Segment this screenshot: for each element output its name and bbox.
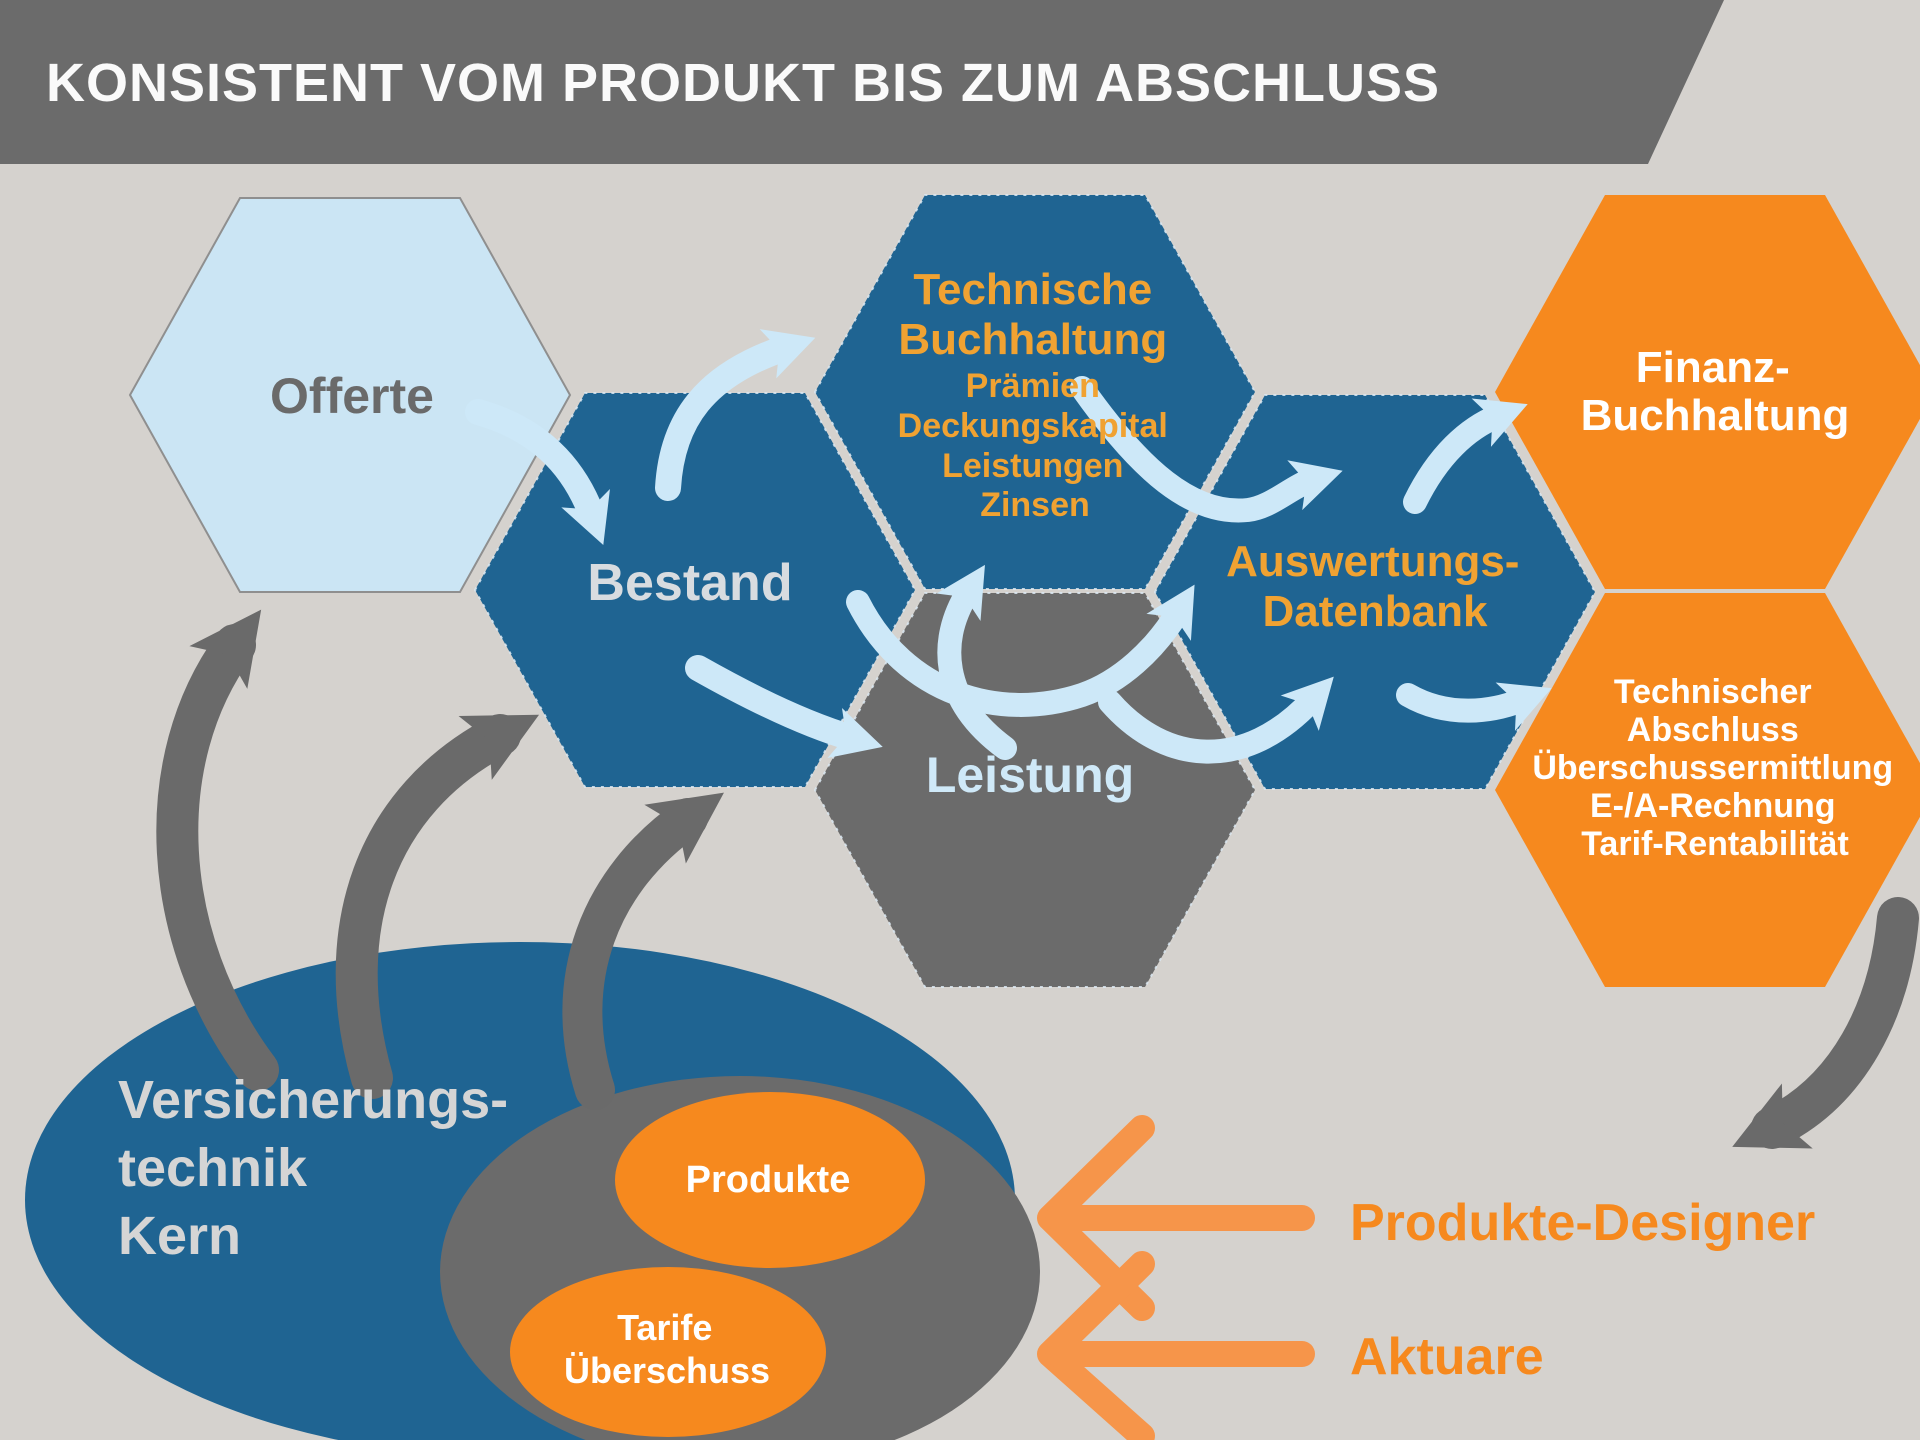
arrow-auswertung-to-finanzbuchhaltung [1403, 398, 1528, 514]
hex-technische-buchhaltung-label: Technische Buchhaltung Prämien Deckungsk… [898, 265, 1173, 524]
arrow-leistung-to-buchhaltung [936, 564, 1017, 760]
role-arrows-group [1037, 1115, 1315, 1440]
hex-offerte-label: Offerte [270, 368, 434, 424]
kern-line-2: technik [118, 1138, 308, 1198]
arrow-kern-to-bestand [335, 714, 540, 1099]
hex-finanz-buchhaltung-label: Finanz- Buchhaltung [1581, 343, 1850, 440]
hex-auswertungs-datenbank-label: Auswertungs- Datenbank [1226, 537, 1524, 636]
gray-arrows-group [156, 609, 1919, 1149]
arrow-leistung-to-auswertung-lower [1098, 676, 1334, 764]
arrow-leistung-to-auswertung-upper [846, 584, 1195, 717]
arrow-offerte-to-bestand [465, 399, 610, 545]
fb-name-line-2: Buchhaltung [1581, 391, 1850, 440]
ta-line-3: Überschussermittlung [1532, 749, 1893, 787]
tarife-label: Tarife Überschuss [564, 1307, 770, 1391]
kern-line-3: Kern [118, 1206, 241, 1266]
tarife-ellipse [510, 1267, 826, 1437]
tarife-line-2: Überschuss [564, 1350, 770, 1391]
hex-technischer-abschluss [1495, 593, 1920, 987]
flow-arrows-group [465, 329, 1552, 764]
produkte-designer-label: Produkte-Designer [1350, 1194, 1815, 1252]
arrow-auswertung-to-abschluss [1396, 682, 1552, 731]
tb-name-line-2: Buchhaltung [898, 315, 1167, 364]
ta-line-5: Tarif-Rentabilität [1581, 825, 1849, 863]
core-labels-group: Versicherungs- technik Kern Produkte Tar… [118, 1070, 850, 1391]
tarife-line-1: Tarife [617, 1307, 712, 1348]
arrow-kern-to-offerte [156, 609, 279, 1091]
arrow-bestand-to-buchhaltung [655, 329, 816, 501]
tb-item-praemien: Prämien [966, 367, 1100, 405]
tb-name-line-1: Technische [913, 265, 1152, 314]
ad-name-line-2: Datenbank [1263, 587, 1488, 636]
arrow-kern-to-leistung [562, 792, 724, 1110]
kern-line-1: Versicherungs- [118, 1070, 508, 1130]
hexagon-group [128, 194, 1920, 988]
hex-offerte [128, 197, 572, 593]
tb-item-deckungskapital: Deckungskapital [898, 407, 1168, 445]
page-title: KONSISTENT VOM PRODUKT BIS ZUM ABSCHLUSS [46, 53, 1440, 113]
arrow-buchhaltung-to-auswertung [1070, 376, 1343, 523]
hex-technischer-abschluss-label: Technischer Abschluss Überschussermittlu… [1532, 673, 1897, 863]
arrow-abschluss-to-roles [1732, 897, 1919, 1149]
ad-name-line-1: Auswertungs- [1226, 537, 1519, 586]
ta-line-1: Technischer [1614, 673, 1812, 711]
kern-label: Versicherungs- technik Kern [118, 1070, 513, 1266]
hex-finanz-buchhaltung [1495, 195, 1920, 589]
produkte-label: Produkte [686, 1159, 851, 1201]
title-banner-group: KONSISTENT VOM PRODUKT BIS ZUM ABSCHLUSS [0, 0, 1724, 164]
hex-technische-buchhaltung [813, 194, 1257, 590]
aktuare-label: Aktuare [1350, 1328, 1544, 1386]
hexagon-labels-group: Offerte Bestand Technische Buchhaltung P… [270, 265, 1897, 863]
tb-item-zinsen: Zinsen [980, 486, 1090, 524]
ta-line-2: Abschluss [1627, 711, 1799, 749]
role-labels-group: Produkte-Designer Aktuare [1350, 1194, 1815, 1386]
ta-line-4: E-/A-Rechnung [1590, 787, 1836, 825]
hex-leistung-label: Leistung [926, 747, 1134, 803]
fb-name-line-1: Finanz- [1636, 343, 1790, 392]
tb-item-leistungen: Leistungen [942, 447, 1123, 485]
arrow-bestand-to-leistung [685, 655, 883, 758]
hex-bestand-label: Bestand [587, 554, 792, 612]
produkte-ellipse [615, 1092, 925, 1268]
title-banner [0, 0, 1724, 164]
